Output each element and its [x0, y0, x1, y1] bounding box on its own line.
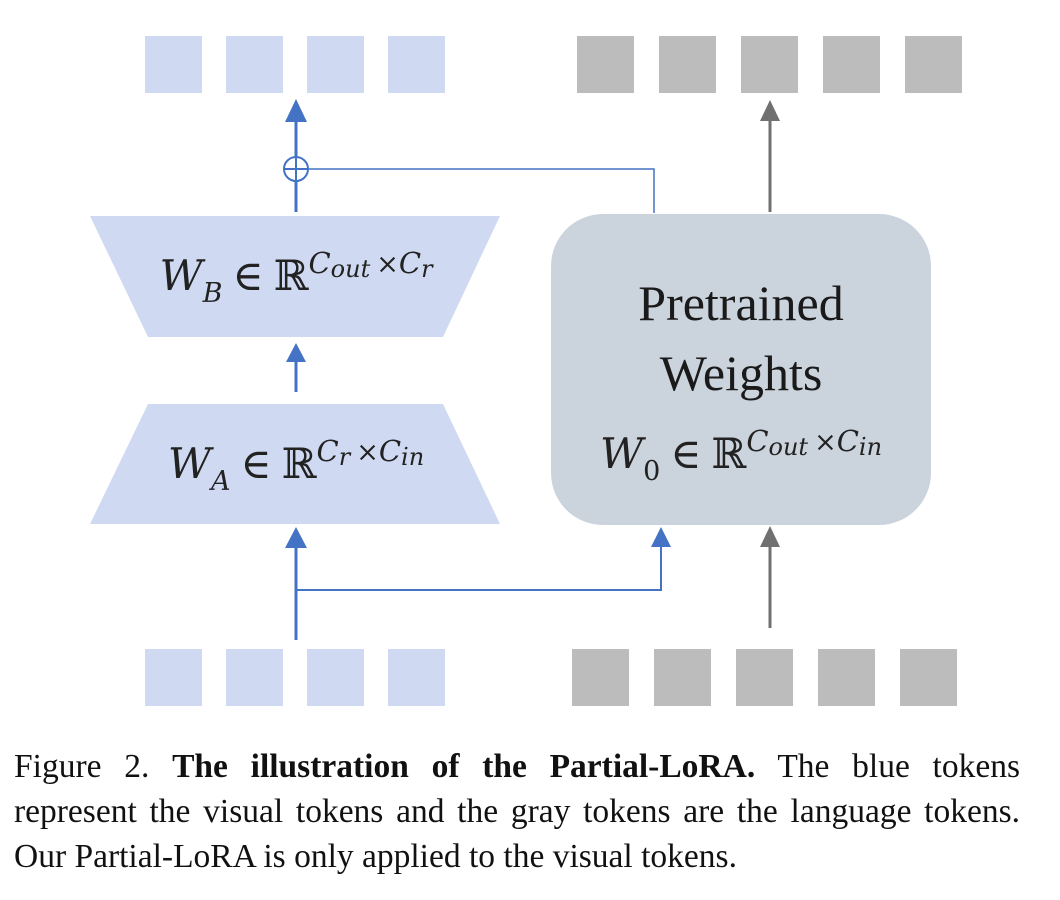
- lora-a-block: [90, 404, 500, 524]
- arrowhead: [760, 526, 780, 547]
- pretrained-weights-block: [551, 214, 931, 525]
- caption-label: Figure 2.: [14, 748, 150, 785]
- visual-token: [145, 36, 202, 93]
- language-token: [900, 649, 957, 706]
- language-token: [659, 36, 716, 93]
- arrowhead: [760, 100, 780, 121]
- language-token: [905, 36, 962, 93]
- language-token: [736, 649, 793, 706]
- lora-branch-connectors: [294, 120, 662, 640]
- pretrained-title-line2: Weights: [660, 345, 823, 401]
- output-visual-tokens: [145, 36, 445, 93]
- visual-token: [388, 36, 445, 93]
- figure-caption: Figure 2. The illustration of the Partia…: [14, 744, 1020, 879]
- lora-b-block: [90, 216, 500, 337]
- visual-token: [226, 649, 283, 706]
- arrowhead: [285, 527, 307, 548]
- language-token: [654, 649, 711, 706]
- visual-token: [145, 649, 202, 706]
- caption-title: The illustration of the Partial-LoRA.: [172, 748, 756, 785]
- language-path-arrows: [760, 100, 780, 628]
- visual-token: [388, 649, 445, 706]
- arrowhead: [285, 99, 307, 122]
- input-to-pretrained-line: [296, 545, 662, 591]
- language-token: [823, 36, 880, 93]
- visual-token: [226, 36, 283, 93]
- input-visual-tokens: [145, 649, 445, 706]
- arrowhead: [651, 527, 671, 547]
- visual-token: [307, 649, 364, 706]
- language-token: [818, 649, 875, 706]
- output-language-tokens: [577, 36, 962, 93]
- caption-body: The blue tokens represent the visual tok…: [14, 748, 1021, 875]
- arrowhead: [286, 343, 306, 362]
- pretrained-to-sum-line: [308, 168, 655, 213]
- visual-token: [307, 36, 364, 93]
- lora-a-formula: WA∈ℝCr×Cin: [168, 434, 424, 497]
- pretrained-formula: W0∈ℝCout×Cin: [600, 424, 882, 487]
- language-token: [577, 36, 634, 93]
- lora-b-formula: WB∈ℝCout×Cr: [159, 246, 434, 309]
- input-language-tokens: [572, 649, 957, 706]
- language-token: [741, 36, 798, 93]
- circled-plus-icon: [283, 156, 309, 182]
- language-token: [572, 649, 629, 706]
- pretrained-title-line1: Pretrained: [638, 275, 843, 331]
- partial-lora-diagram: WB∈ℝCout×Cr WA∈ℝCr×Cin Pretrained Weight…: [90, 36, 962, 706]
